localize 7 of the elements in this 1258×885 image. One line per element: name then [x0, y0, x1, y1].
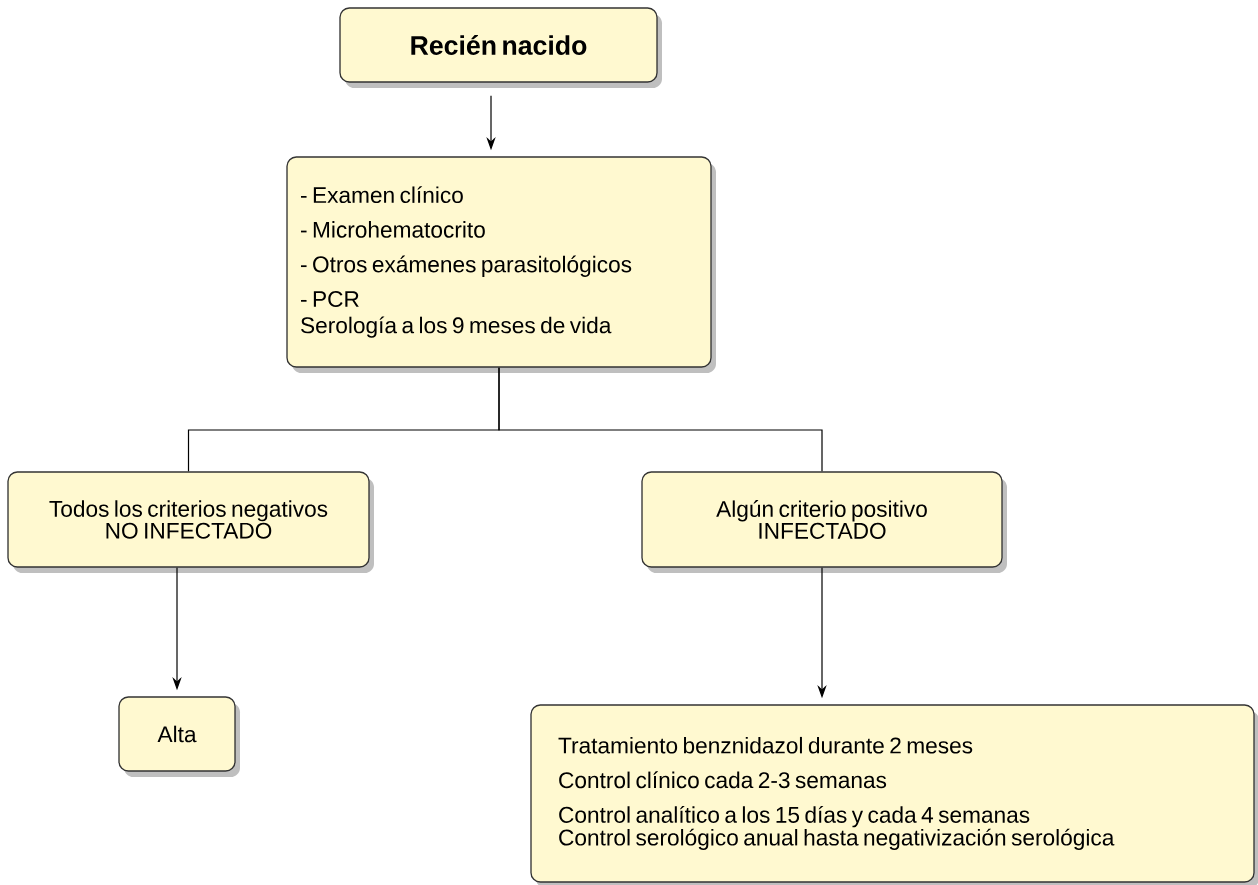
flow-box: Alta [118, 696, 240, 777]
flow-box: Todos los criterios negativos NO INFECTADO [7, 471, 374, 573]
flow-box: Algún criterio positivo INFECTADO [641, 471, 1007, 573]
flow-box: Recién nacido [339, 7, 662, 88]
flow-box: Tratamiento benznidazol durante 2 meses Control clínico cada 2-3 semanas Control analítico a los 15 días y cada 4 semanas Control serológico anual hasta negativización serológica [530, 704, 1258, 885]
flow-box: - Examen clínico - Microhematocrito - Otros exámenes parasitológicos - PCR Serología a los 9 meses de vida [286, 156, 716, 373]
connector-line [498, 367, 823, 472]
